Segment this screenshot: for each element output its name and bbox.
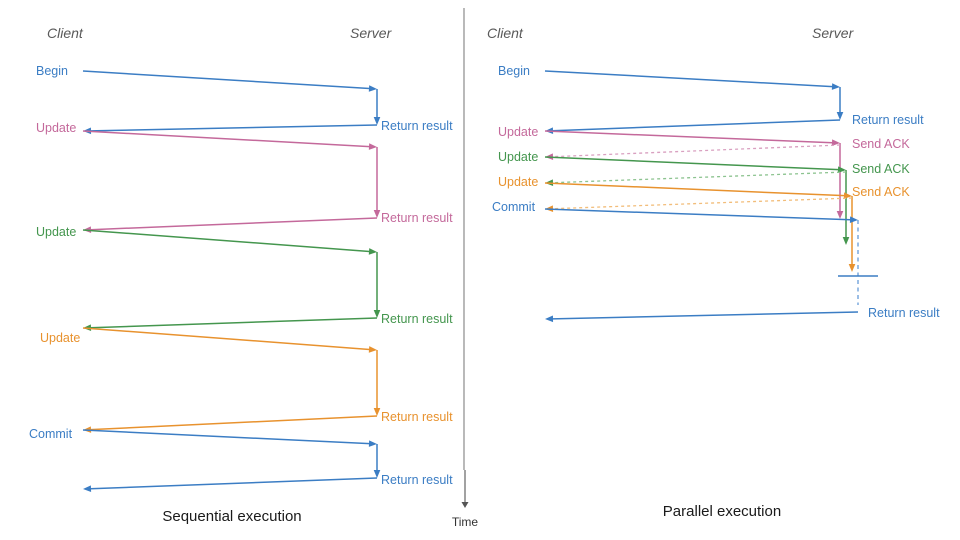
message-line-update2-request <box>544 156 839 171</box>
arrowhead-triangle <box>836 112 844 120</box>
arrowhead-triangle <box>368 248 377 255</box>
time-axis-label: Time <box>452 515 479 529</box>
message-label-commit-return: Return result <box>381 473 453 487</box>
message-arrowhead-update3-request <box>843 192 852 199</box>
message-line-update3-ack <box>552 197 853 210</box>
message-line-update1-return <box>90 217 378 231</box>
arrowhead-triangle <box>373 470 381 478</box>
message-arrowhead-begin-request <box>368 85 377 92</box>
message-arrowhead-commit-return <box>83 485 92 492</box>
message-label-update2-request: Update <box>36 225 76 239</box>
activation-update3-arrowhead <box>848 264 856 272</box>
message-label-update1-return: Return result <box>381 211 453 225</box>
arrowhead-triangle <box>842 237 850 245</box>
arrowhead-triangle <box>831 139 840 146</box>
activation-update1-arrowhead <box>836 211 844 219</box>
arrowhead-triangle <box>368 85 377 92</box>
message-line-begin-return <box>90 124 378 132</box>
message-line-update3-return <box>90 415 378 431</box>
message-label-update3-request: Update <box>498 175 538 189</box>
arrowhead-triangle <box>368 143 377 150</box>
panel-caption-sequential: Sequential execution <box>162 508 301 525</box>
lane-title-client: Client <box>487 25 524 41</box>
message-arrowhead-commit-return <box>545 315 554 323</box>
arrowhead-triangle <box>849 216 858 224</box>
arrowhead-triangle <box>373 408 381 416</box>
arrowhead-triangle <box>848 264 856 272</box>
message-label-begin-request: Begin <box>498 64 530 78</box>
panel-caption-parallel: Parallel execution <box>663 503 781 520</box>
divider-layer: Time <box>452 8 479 529</box>
message-label-begin-return: Return result <box>852 113 924 127</box>
message-line-update1-request <box>544 130 833 144</box>
message-line-update3-request <box>82 327 370 351</box>
arrowhead-triangle <box>373 210 381 218</box>
message-line-commit-request <box>544 208 851 221</box>
message-arrowhead-update2-request <box>837 166 846 173</box>
arrowhead-triangle <box>831 83 840 90</box>
message-label-update1-ack: Send ACK <box>852 137 910 151</box>
message-arrowhead-update2-request <box>368 248 377 255</box>
message-label-update3-return: Return result <box>381 410 453 424</box>
message-line-update2-request <box>82 229 370 253</box>
message-line-update1-ack <box>552 144 841 158</box>
message-label-update2-return: Return result <box>381 312 453 326</box>
arrowhead-triangle <box>545 315 554 323</box>
message-arrowhead-update1-request <box>368 143 377 150</box>
message-label-update2-request: Update <box>498 150 538 164</box>
activation-begin-arrowhead <box>836 112 844 120</box>
message-arrowhead-commit-request <box>368 440 377 447</box>
activation-update2-arrowhead <box>842 237 850 245</box>
message-label-begin-request: Begin <box>36 64 68 78</box>
message-line-update3-request <box>544 182 845 197</box>
arrowhead-triangle <box>843 192 852 199</box>
message-line-update2-return <box>90 317 378 329</box>
arrowhead-triangle <box>368 346 377 353</box>
message-line-begin-request <box>82 70 370 90</box>
lane-title-client: Client <box>47 25 84 41</box>
arrowhead-triangle <box>836 211 844 219</box>
message-arrowhead-commit-request <box>849 216 858 224</box>
message-label-commit-return: Return result <box>868 306 940 320</box>
activation-update1-arrowhead <box>373 210 381 218</box>
message-label-update1-request: Update <box>498 125 538 139</box>
message-label-update1-request: Update <box>36 121 76 135</box>
activation-commit-arrowhead <box>373 470 381 478</box>
message-line-begin-return <box>552 119 841 132</box>
message-label-commit-request: Commit <box>492 200 536 214</box>
arrowhead-triangle <box>368 440 377 447</box>
activation-update2-arrowhead <box>373 310 381 318</box>
message-label-update2-ack: Send ACK <box>852 162 910 176</box>
message-line-commit-request <box>82 429 370 445</box>
message-label-begin-return: Return result <box>381 119 453 133</box>
message-line-commit-return <box>552 311 859 320</box>
message-line-update2-ack <box>552 171 847 184</box>
activation-update3-arrowhead <box>373 408 381 416</box>
message-line-begin-request <box>544 70 833 88</box>
message-label-update3-request: Update <box>40 331 80 345</box>
lane-title-server: Server <box>350 25 393 41</box>
arrowhead-triangle <box>373 310 381 318</box>
time-axis-arrowhead <box>461 502 469 508</box>
message-arrowhead-update3-request <box>368 346 377 353</box>
arrowhead-triangle <box>837 166 846 173</box>
message-label-update3-ack: Send ACK <box>852 185 910 199</box>
message-arrowhead-begin-request <box>831 83 840 90</box>
message-line-update1-request <box>82 130 370 148</box>
activation-begin-arrowhead <box>373 117 381 125</box>
message-arrowhead-update1-request <box>831 139 840 146</box>
arrowhead-triangle <box>83 485 92 492</box>
lane-title-server: Server <box>812 25 855 41</box>
message-label-commit-request: Commit <box>29 427 73 441</box>
message-line-commit-return <box>90 477 378 490</box>
arrowhead-triangle <box>373 117 381 125</box>
